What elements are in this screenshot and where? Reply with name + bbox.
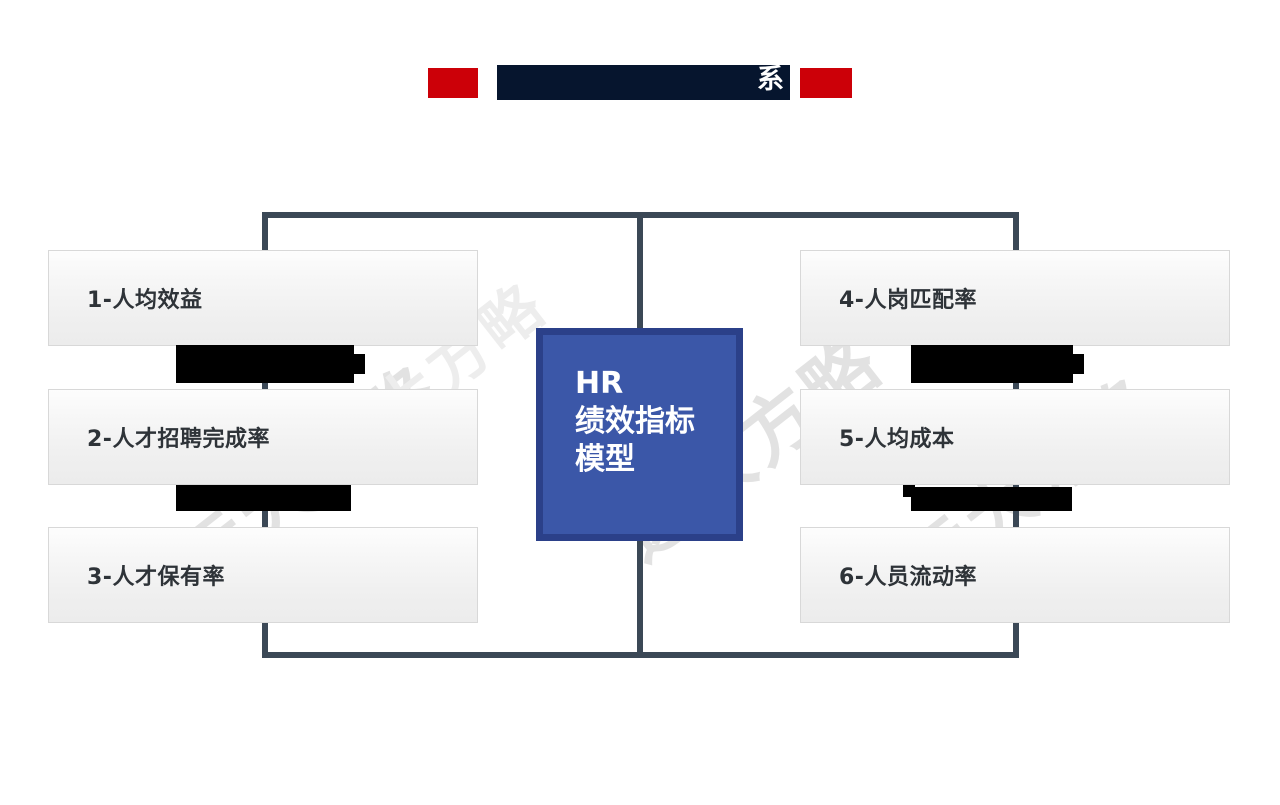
redaction-bar-right-upper-nub [1073,354,1084,374]
metric-box-6[interactable]: 6-人员流动率 [800,527,1230,623]
hub-inner-panel: HR 绩效指标 模型 [543,335,736,534]
metric-label: 2-人才招聘完成率 [87,427,270,452]
redaction-bar-left-upper-nub [354,354,365,374]
red-accent-left [428,68,478,98]
redaction-bar-left-upper [176,345,354,383]
metric-label: 5-人均成本 [839,427,955,452]
hub-line-2: 绩效指标 [575,404,695,439]
metric-label: 3-人才保有率 [87,565,225,590]
metric-label: 4-人岗匹配率 [839,288,977,313]
title-redaction-bar [497,65,790,100]
redaction-bar-right-upper [911,345,1073,383]
metric-label: 1-人均效益 [87,288,203,313]
slide-title-band [0,60,1280,106]
metric-box-3[interactable]: 3-人才保有率 [48,527,478,623]
red-accent-right [800,68,852,98]
redaction-bar-right-lower [911,487,1072,511]
hub-center-box[interactable]: HR 绩效指标 模型 [536,328,743,541]
metric-box-2[interactable]: 2-人才招聘完成率 [48,389,478,485]
redaction-bar-right-lower-nub [903,485,915,497]
redaction-bar-left-lower [176,485,351,511]
title-visible-tail: 系 [757,64,784,95]
metric-box-4[interactable]: 4-人岗匹配率 [800,250,1230,346]
metric-box-5[interactable]: 5-人均成本 [800,389,1230,485]
hub-line-3: 模型 [575,442,635,477]
metric-label: 6-人员流动率 [839,565,977,590]
hub-line-1: HR [575,366,624,401]
metric-box-1[interactable]: 1-人均效益 [48,250,478,346]
